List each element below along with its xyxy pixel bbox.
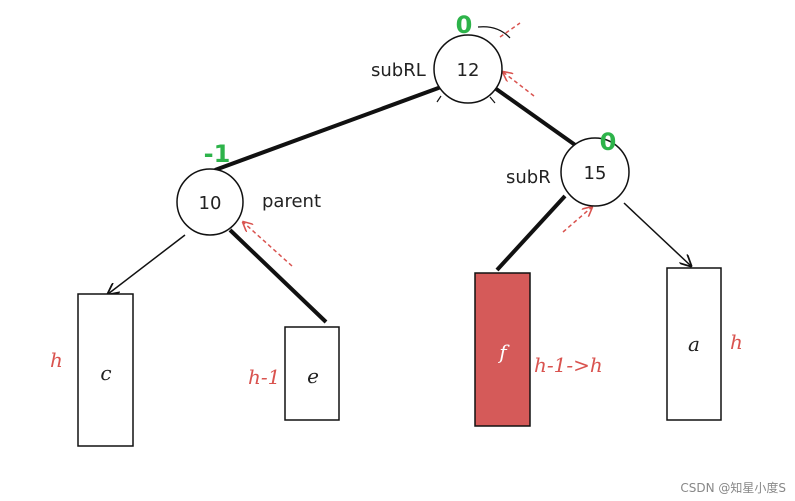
parent-pointer-15-12 (503, 72, 535, 97)
bf-15: 0 (600, 128, 617, 156)
subtree-f: f (474, 272, 531, 427)
height-c: h (50, 348, 63, 372)
subtree-c-label: c (100, 361, 111, 385)
rotation-mark (477, 26, 511, 39)
height-f: h-1->h (534, 353, 603, 377)
subtree-e: e (284, 326, 340, 421)
subtree-c: c (77, 293, 134, 447)
parent-pointer-f-15 (562, 207, 592, 233)
parent-pointer-12-up (499, 22, 521, 38)
bf-12: 0 (456, 11, 473, 39)
node-15: 15 (560, 137, 630, 207)
bf-10: -1 (204, 140, 231, 168)
subrl-tag: subRL (371, 60, 426, 81)
node-10: 10 (176, 168, 244, 236)
subtree-a-label: a (688, 332, 700, 356)
parent-tag: parent (262, 191, 321, 212)
height-a: h (730, 330, 743, 354)
edge-12-10 (214, 81, 453, 172)
edge-12-15 (490, 84, 580, 149)
node-10-value: 10 (199, 193, 222, 214)
parent-pointer-e-10 (243, 222, 293, 267)
edge-10-c (108, 234, 186, 294)
edge-15-f (495, 194, 567, 272)
height-e: h-1 (248, 365, 280, 389)
subr-tag: subR (506, 167, 551, 188)
node-12-value: 12 (457, 60, 480, 81)
edge-15-a (623, 202, 691, 266)
watermark: CSDN @知星小度S (680, 480, 786, 495)
subtree-e-label: e (307, 364, 319, 388)
node-12: 12 (433, 26, 511, 104)
subtree-a: a (666, 267, 722, 421)
node-15-value: 15 (584, 163, 607, 184)
edge-10-e (228, 228, 328, 324)
